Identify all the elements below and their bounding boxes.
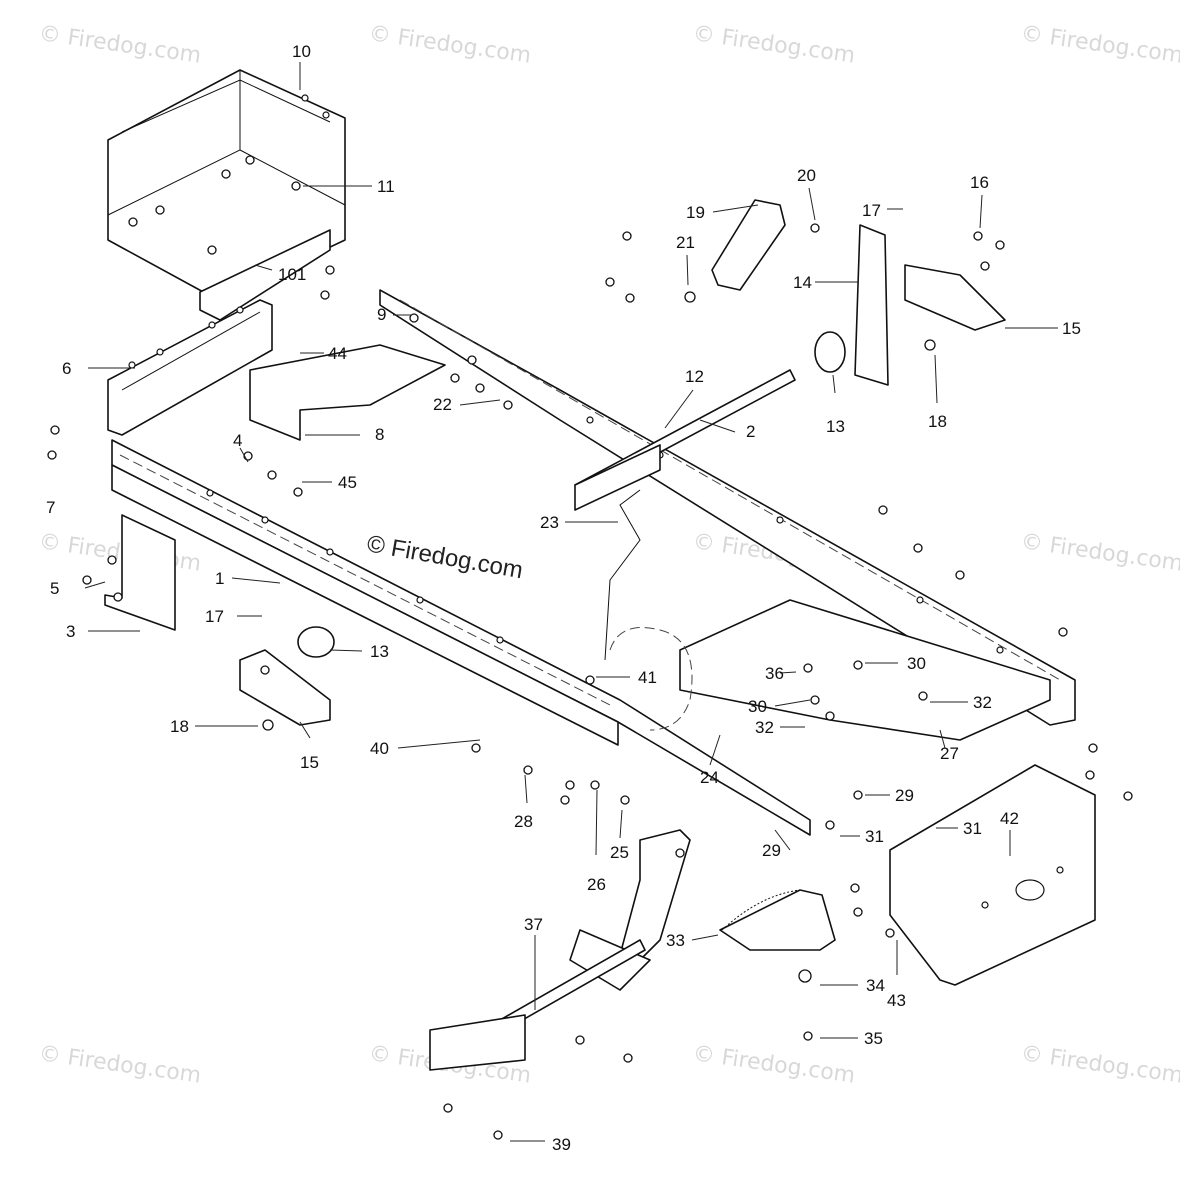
bushing — [297, 331, 846, 658]
watermark: © Firedog.com — [367, 21, 533, 69]
callout-22: 22 — [433, 395, 452, 414]
callout-14: 14 — [793, 273, 812, 292]
side-bracket — [854, 224, 889, 386]
sector-gear — [719, 889, 836, 951]
callout-6: 6 — [62, 359, 71, 378]
callout-15-right: 15 — [1062, 319, 1081, 338]
callout-13-right: 13 — [826, 417, 845, 436]
callout-28: 28 — [514, 812, 533, 831]
callout-35: 35 — [864, 1029, 883, 1048]
callout-24: 24 — [700, 768, 719, 787]
mount-plate — [249, 344, 446, 441]
left-bracket — [104, 514, 176, 631]
wire-loop — [609, 627, 693, 731]
callout-41: 41 — [638, 668, 657, 687]
callout-2: 2 — [746, 422, 755, 441]
callout-17-right: 17 — [862, 201, 881, 220]
battery-box — [107, 69, 346, 321]
callout-26: 26 — [587, 875, 606, 894]
callout-1: 1 — [215, 569, 224, 588]
callout-3: 3 — [66, 622, 75, 641]
bearing-bracket-lower — [239, 649, 331, 726]
callout-7: 7 — [46, 498, 55, 517]
callout-25: 25 — [610, 843, 629, 862]
watermark: © Firedog.com — [37, 21, 203, 69]
callout-16: 16 — [970, 173, 989, 192]
callout-30b: 30 — [748, 697, 767, 716]
watermark: © Firedog.com — [1019, 529, 1180, 577]
callout-11: 11 — [377, 177, 395, 196]
callout-17: 17 — [205, 607, 224, 626]
callout-36: 36 — [765, 664, 784, 683]
watermark: © Firedog.com — [37, 1041, 203, 1089]
callout-19: 19 — [686, 203, 705, 222]
watermark: © Firedog.com — [691, 21, 857, 69]
callout-37: 37 — [524, 915, 543, 934]
callout-29: 29 — [895, 786, 914, 805]
callout-18: 18 — [170, 717, 189, 736]
callout-27: 27 — [940, 744, 959, 763]
callout-44: 44 — [328, 344, 347, 363]
callout-32b: 32 — [755, 718, 774, 737]
callout-5: 5 — [50, 579, 59, 598]
callout-21: 21 — [676, 233, 695, 252]
callout-13: 13 — [370, 642, 389, 661]
callout-40: 40 — [370, 739, 389, 758]
bolt — [47, 155, 1133, 1140]
hitch-plate — [889, 764, 1096, 986]
callout-18-right: 18 — [928, 412, 947, 431]
watermark: © Firedog.com — [1019, 21, 1180, 69]
callout-43: 43 — [887, 991, 906, 1010]
callout-30: 30 — [907, 654, 926, 673]
callout-4: 4 — [233, 431, 242, 450]
callout-45: 45 — [338, 473, 357, 492]
watermark: © Firedog.com — [37, 529, 203, 577]
bearing-bracket — [904, 264, 1006, 331]
callout-23: 23 — [540, 513, 559, 532]
callout-31: 31 — [865, 827, 884, 846]
callout-15: 15 — [300, 753, 319, 772]
callout-33: 33 — [666, 931, 685, 950]
rear-plate — [679, 599, 1051, 741]
watermark: © Firedog.com — [1019, 1041, 1180, 1089]
callout-39: 39 — [552, 1135, 571, 1154]
pedal-shaft — [429, 829, 691, 1071]
lever-rod — [604, 489, 641, 661]
callout-101: 101 — [278, 265, 306, 284]
callout-10: 10 — [292, 42, 311, 61]
callout-31b: 31 — [963, 819, 982, 838]
callout-42: 42 — [1000, 809, 1019, 828]
callout-12: 12 — [685, 367, 704, 386]
watermark-center: © Firedog.com — [365, 530, 525, 584]
callout-34: 34 — [866, 976, 885, 995]
cross-bracket — [107, 299, 273, 436]
callout-29b: 29 — [762, 841, 781, 860]
leader-lines — [84, 62, 1058, 1142]
cross-tube — [574, 369, 796, 511]
callout-32: 32 — [973, 693, 992, 712]
watermark: © Firedog.com — [691, 1041, 857, 1089]
pivot-arm — [711, 199, 786, 291]
callout-20: 20 — [797, 166, 816, 185]
callout-8: 8 — [375, 425, 384, 444]
callout-9: 9 — [377, 305, 386, 324]
left-frame-rail — [111, 439, 811, 836]
